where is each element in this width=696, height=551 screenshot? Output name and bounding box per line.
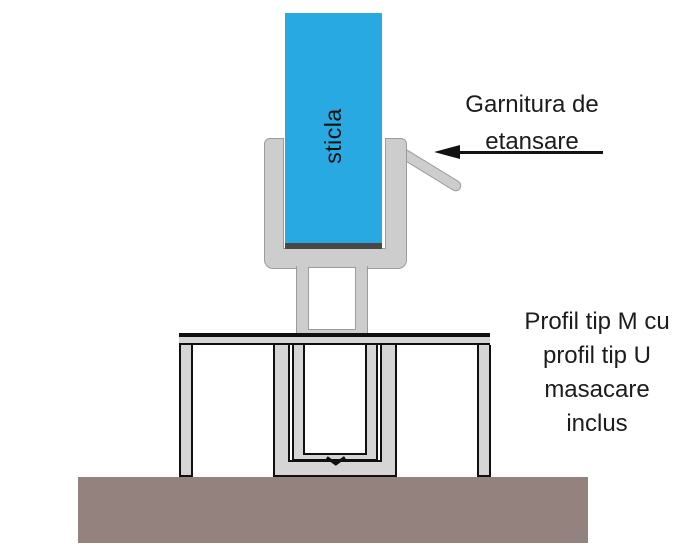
gasket-annotation-line2: etansare — [485, 128, 579, 155]
glass-label: sticla — [319, 108, 346, 164]
profile-annotation: Profil tip M cu profil tip U masacare in… — [497, 305, 696, 441]
glass-panel — [285, 13, 382, 243]
profile-annotation-line2: profil tip U — [542, 342, 652, 369]
floor-base — [78, 477, 588, 543]
profile-annotation-line4: inclus — [566, 410, 628, 437]
profile-annotation-line1: Profil tip M cu — [524, 308, 670, 335]
gasket-pointer-line — [452, 151, 603, 154]
left-arrow-icon — [434, 145, 460, 159]
masking-profile-right-wall — [477, 345, 491, 477]
m-profile-top-plate — [179, 333, 490, 345]
holder-stem-cavity — [308, 267, 356, 330]
m-profile-lining-cavity — [303, 345, 367, 455]
profile-annotation-line3: masacare — [544, 376, 650, 403]
masking-profile-left-wall — [179, 345, 193, 477]
glass-bottom-seal — [285, 243, 382, 249]
gasket-annotation-line1: Garnitura de — [465, 91, 599, 118]
